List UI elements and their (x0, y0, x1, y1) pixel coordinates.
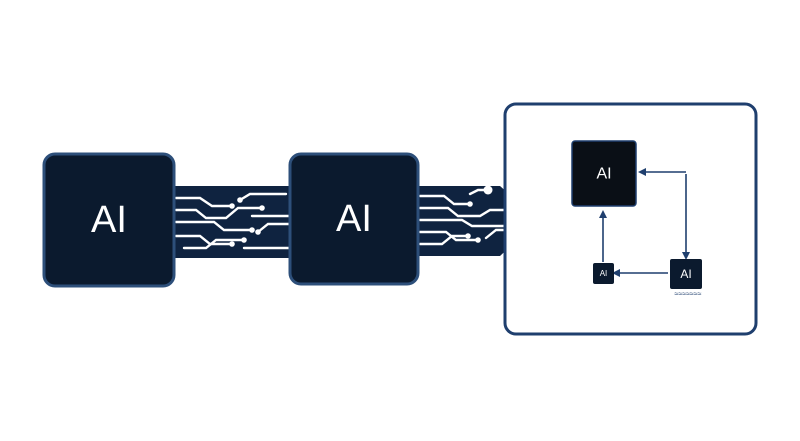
panel-node-bottom-right: AI (670, 259, 702, 289)
output-panel (503, 102, 758, 336)
feedback-loop-arrows (599, 168, 690, 277)
panel-node-bottom-right-label: AI (680, 267, 691, 281)
circuit-nodes-1 (229, 197, 265, 247)
panel-node-top: AI (571, 140, 637, 207)
circuit-nodes-2 (465, 185, 513, 243)
panel-node-top-label: AI (596, 166, 611, 183)
ai-chip-1-label: AI (91, 199, 127, 241)
ai-chip-2: AI (288, 152, 420, 286)
panel-node-bottom-left-label: AI (600, 269, 608, 278)
circuit-traces-2 (418, 188, 522, 246)
panel-node-bottom-left: AI (593, 263, 614, 284)
ai-chip-1: AI (42, 152, 176, 288)
panel-node-caption: ≈≈≈≈≈≈≈ (675, 291, 702, 298)
ai-chip-2-label: AI (336, 198, 372, 240)
circuit-traces-1 (174, 192, 292, 250)
